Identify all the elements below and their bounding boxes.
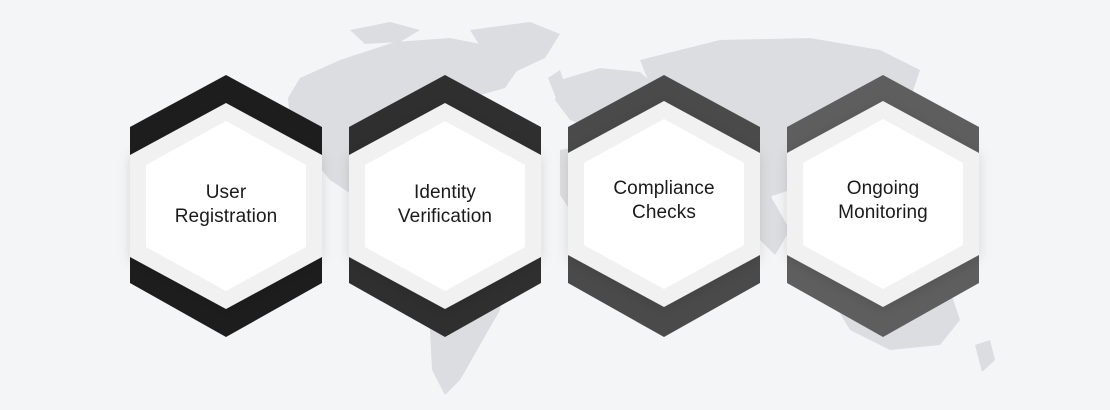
step-label-line1: Identity — [413, 182, 477, 203]
step-label-line2: Verification — [397, 206, 493, 227]
map-arctic-islands — [350, 22, 420, 44]
step-user-registration: User Registration — [130, 75, 322, 337]
inner-hexagon — [146, 121, 306, 291]
hexagon-frame — [130, 75, 322, 337]
hexagon-frame — [568, 75, 760, 337]
step-compliance-checks: Compliance Checks — [568, 75, 760, 337]
inner-hexagon — [803, 119, 963, 289]
step-label-line1: Ongoing — [846, 178, 920, 199]
step-label-line1: User — [205, 182, 247, 203]
step-identity-verification: Identity Verification — [349, 75, 541, 337]
hexagon-frame — [349, 75, 541, 337]
inner-hexagon — [365, 121, 525, 291]
step-label-line2: Checks — [632, 202, 696, 223]
step-label: Compliance Checks — [590, 161, 738, 241]
step-label-line2: Monitoring — [838, 202, 928, 223]
map-uk — [548, 70, 566, 98]
step-label-line1: Compliance — [613, 178, 715, 199]
map-greenland — [470, 22, 560, 72]
map-new-zealand — [975, 340, 995, 372]
step-label: Identity Verification — [371, 165, 519, 245]
step-label: User Registration — [152, 165, 300, 245]
step-label: Ongoing Monitoring — [809, 161, 957, 241]
step-label-line2: Registration — [174, 206, 278, 227]
step-ongoing-monitoring: Ongoing Monitoring — [787, 75, 979, 337]
inner-hexagon — [584, 119, 744, 289]
hexagon-frame — [787, 75, 979, 337]
